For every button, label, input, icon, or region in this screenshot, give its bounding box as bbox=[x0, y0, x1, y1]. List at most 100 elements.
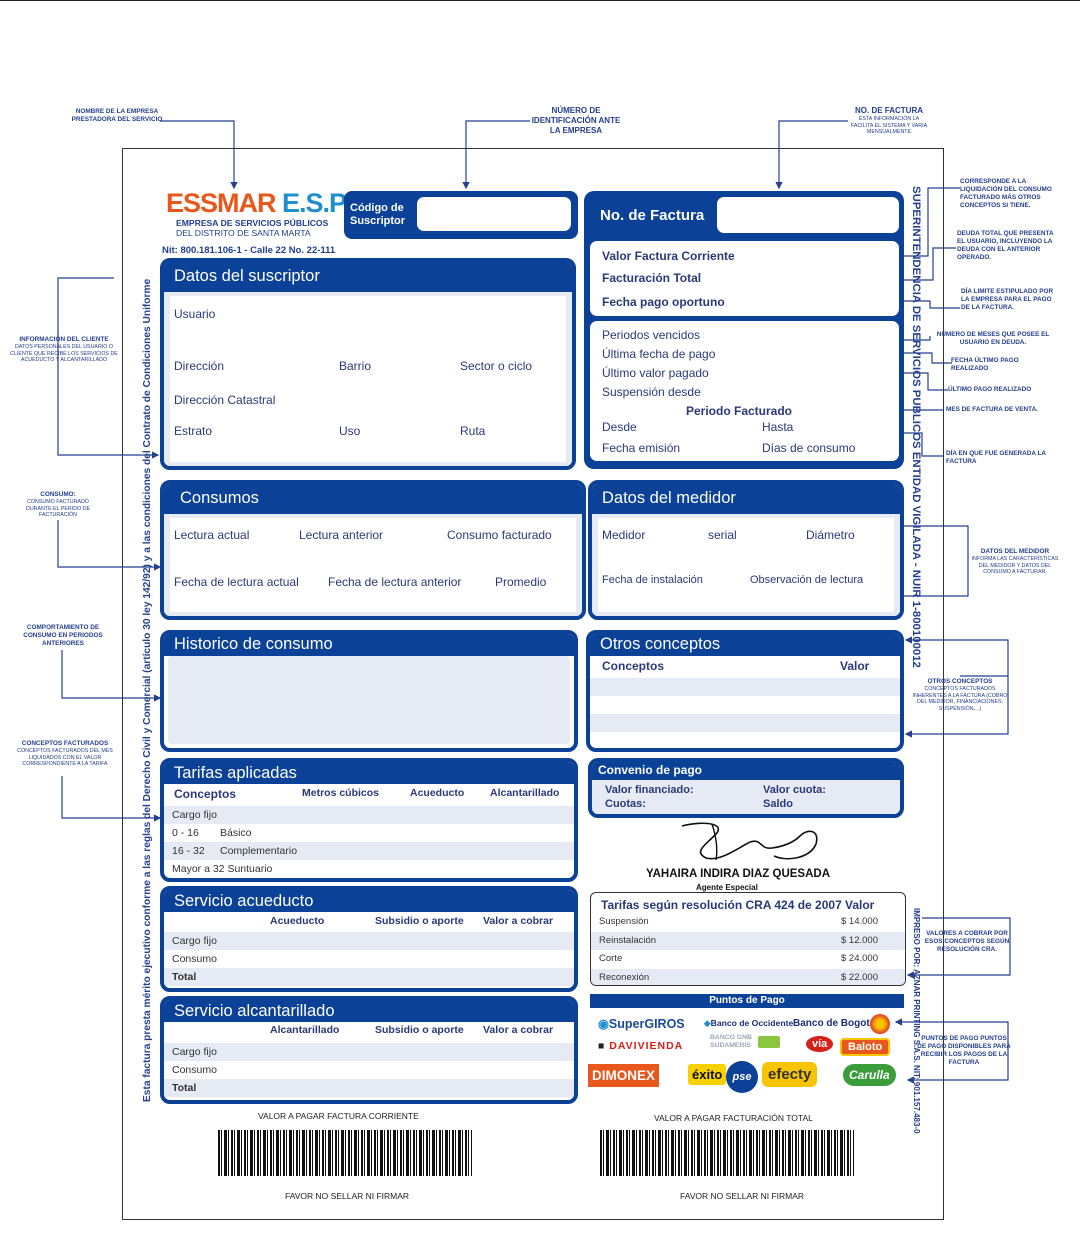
rate-row-concept: Mayor a 32 Suntuario bbox=[172, 863, 273, 875]
sewer-service-box: Servicio alcantarillado Alcantarillado S… bbox=[160, 996, 578, 1104]
logo-wordmark: ESSMAR E.S.P. bbox=[166, 188, 350, 218]
annotation-values: VALORES A COBRAR POR ESOS CONCEPTOS SEGÚ… bbox=[924, 930, 1010, 953]
use-label: Uso bbox=[339, 424, 361, 438]
table-row: Reinstalación$ 12.000 bbox=[591, 931, 905, 950]
exito-logo: éxito bbox=[688, 1064, 727, 1085]
signer-role: Agente Especial bbox=[696, 883, 758, 892]
cra-concept: Suspensión bbox=[599, 916, 649, 927]
invoice-values-panel: Valor Factura Corriente Facturación Tota… bbox=[590, 241, 899, 316]
annotation-total-debt: DEUDA TOTAL QUE PRESENTA EL USUARIO, INC… bbox=[957, 230, 1054, 261]
annotation-client-info-title: INFORMACIÓN DEL CLIENTE bbox=[19, 336, 109, 343]
aqueduct-col-value: Valor a cobrar bbox=[483, 915, 554, 927]
payment-points-title: Puntos de Pago bbox=[590, 994, 904, 1008]
neighborhood-label: Barrio bbox=[339, 359, 372, 373]
carulla-logo: Carulla bbox=[843, 1064, 896, 1086]
subscriber-data-panel bbox=[170, 296, 566, 462]
cra-value: $ 12.000 bbox=[841, 934, 878, 946]
annotation-payment-points-text: PUNTOS DE PAGO DISPONIBLES PARA RECIBIR … bbox=[917, 1035, 1011, 1066]
consumption-days-label: Días de consumo bbox=[762, 441, 856, 455]
payment-agreement-title: Convenio de pago bbox=[592, 762, 900, 780]
rate-row-type: Complementario bbox=[220, 845, 298, 857]
payment-agreement-inner bbox=[592, 780, 900, 814]
diameter-label: Diámetro bbox=[806, 528, 855, 542]
rates-col-cubic-meters: Metros cúbicos bbox=[302, 787, 380, 799]
current-reading-date-label: Fecha de lectura actual bbox=[174, 575, 299, 589]
invoice-box: No. de Factura Valor Factura Corriente F… bbox=[584, 191, 904, 469]
meter-label: Medidor bbox=[602, 528, 646, 542]
annotation-billed-concepts-title: CONCEPTOS FACTURADOS bbox=[21, 740, 109, 747]
signature-image bbox=[681, 822, 818, 861]
cra-concept: Reconexión bbox=[599, 971, 650, 983]
barcode-left-footer: FAVOR NO SELLAR NI FIRMAR bbox=[285, 1191, 410, 1201]
meter-inner bbox=[592, 514, 900, 616]
printer-vertical-text: IMPRESO POR: AZNAR PRINTING S.A.S. NIT: … bbox=[912, 908, 921, 1134]
annotation-other-concepts-sub: CONCEPTOS FACTURADOS INHERENTES A LA FAC… bbox=[912, 686, 1008, 712]
sewer-service-title: Servicio alcantarillado bbox=[164, 1000, 574, 1022]
cra-rates-box: Tarifas según resolución CRA 424 de 2007… bbox=[590, 892, 906, 986]
legal-vertical-text: Esta factura presta mérito ejecutivo con… bbox=[142, 278, 153, 1102]
table-row: 16 - 32 Complementario bbox=[164, 842, 574, 860]
gnb-logo: BANCO GNB SUDAMERIS bbox=[710, 1034, 752, 1049]
annotation-due-date: DÍA LIMITE ESTIPULADO POR LA EMPRESA PAR… bbox=[961, 288, 1054, 311]
rates-col-concepts: Conceptos bbox=[174, 787, 237, 801]
rate-row-concept: Cargo fijo bbox=[172, 809, 217, 821]
occidente-text: Banco de Occidente bbox=[710, 1018, 794, 1028]
aqueduct-service-title: Servicio acueducto bbox=[164, 890, 574, 912]
billed-period-label: Periodo Facturado bbox=[686, 404, 793, 418]
annotation-other-concepts-title: OTROS CONCEPTOS bbox=[927, 678, 993, 685]
annotation-invoice-number-sub: ESTA INFORMACIÓN LA FACILITA EL SISTEMA … bbox=[850, 116, 928, 136]
payment-agreement-box: Convenio de pago Valor financiado: Valor… bbox=[588, 758, 904, 818]
annotation-behavior: COMPORTAMIENTO DE CONSUMO EN PERIODOS AN… bbox=[23, 624, 103, 647]
other-concepts-row bbox=[590, 678, 900, 696]
other-concepts-title: Otros conceptos bbox=[590, 634, 900, 656]
logo-essmar: ESSMAR bbox=[166, 188, 277, 218]
signer-name: YAHAIRA INDIRA DIAZ QUESADA bbox=[646, 868, 831, 880]
financed-value-label: Valor financiado: bbox=[605, 784, 694, 796]
cra-value: $ 14.000 bbox=[841, 916, 878, 927]
annotation-consumption-title: CONSUMO: bbox=[40, 491, 76, 498]
supergiros-icon: ◉ bbox=[598, 1017, 609, 1031]
rates-col-sewer: Alcantarillado bbox=[490, 787, 560, 799]
logo-line2: DEL DISTRITO DE SANTA MARTA bbox=[176, 228, 311, 238]
from-label: Desde bbox=[602, 420, 637, 434]
annotation-payment-points: PUNTOS DE PAGO PUNTOS DE PAGO DISPONIBLE… bbox=[917, 1035, 1011, 1067]
consumption-history-box: Historico de consumo bbox=[160, 630, 578, 752]
cra-concept: Corte bbox=[599, 953, 623, 964]
applied-rates-title: Tarifas aplicadas bbox=[164, 762, 574, 784]
barcode-current bbox=[218, 1130, 472, 1176]
invoice-number-label: No. de Factura bbox=[600, 207, 705, 224]
last-payment-value-label: Último valor pagado bbox=[602, 366, 709, 380]
banco-occidente-logo: ◆Banco de Occidente bbox=[704, 1018, 793, 1029]
rate-row-range: 16 - 32 bbox=[172, 845, 205, 857]
average-label: Promedio bbox=[495, 575, 547, 589]
installments-label: Cuotas: bbox=[605, 798, 646, 810]
route-label: Ruta bbox=[460, 424, 486, 438]
sewer-col-sewer: Alcantarillado bbox=[270, 1024, 340, 1036]
consumption-history-chart-area bbox=[168, 656, 570, 744]
davivienda-text: DAVIVIENDA bbox=[609, 1040, 684, 1052]
annotation-liquidation: CORRESPONDE A LA LIQUIDACIÓN DEL CONSUMO… bbox=[960, 178, 1052, 209]
barcode-total bbox=[600, 1130, 854, 1176]
table-row: Reconexión$ 22.000 bbox=[591, 968, 905, 985]
table-row: Cargo fijo bbox=[164, 806, 574, 824]
cra-value: $ 24.000 bbox=[841, 953, 878, 964]
barcode-right-label: VALOR A PAGAR FACTURACIÓN TOTAL bbox=[654, 1113, 813, 1123]
invoice-details-panel: Periodos vencidos Última fecha de pago Ú… bbox=[590, 321, 899, 461]
overdue-periods-label: Periodos vencidos bbox=[602, 328, 701, 342]
davivienda-logo: ■ DAVIVIENDA bbox=[598, 1040, 683, 1052]
sewer-table: Cargo fijo Consumo Total bbox=[164, 1043, 574, 1097]
subscriber-code-label-2: Suscriptor bbox=[350, 215, 406, 227]
aqueduct-table: Cargo fijo Consumo Total bbox=[164, 932, 574, 986]
applied-rates-box: Tarifas aplicadas Conceptos Metros cúbic… bbox=[160, 758, 578, 882]
invoice-number-value bbox=[717, 197, 899, 233]
aqueduct-service-box: Servicio acueducto Acueducto Subsidio o … bbox=[160, 886, 578, 992]
annotation-meter-data-title: DATOS DEL MEDIDOR bbox=[980, 548, 1050, 555]
annotation-months-debt: NÚMERO DE MESES QUE POSEE EL USUARIO EN … bbox=[936, 331, 1050, 346]
annotation-meter-data-sub: INFORMA LAS CARACTERÍSTICAS DEL MEDIDOR … bbox=[971, 556, 1059, 576]
